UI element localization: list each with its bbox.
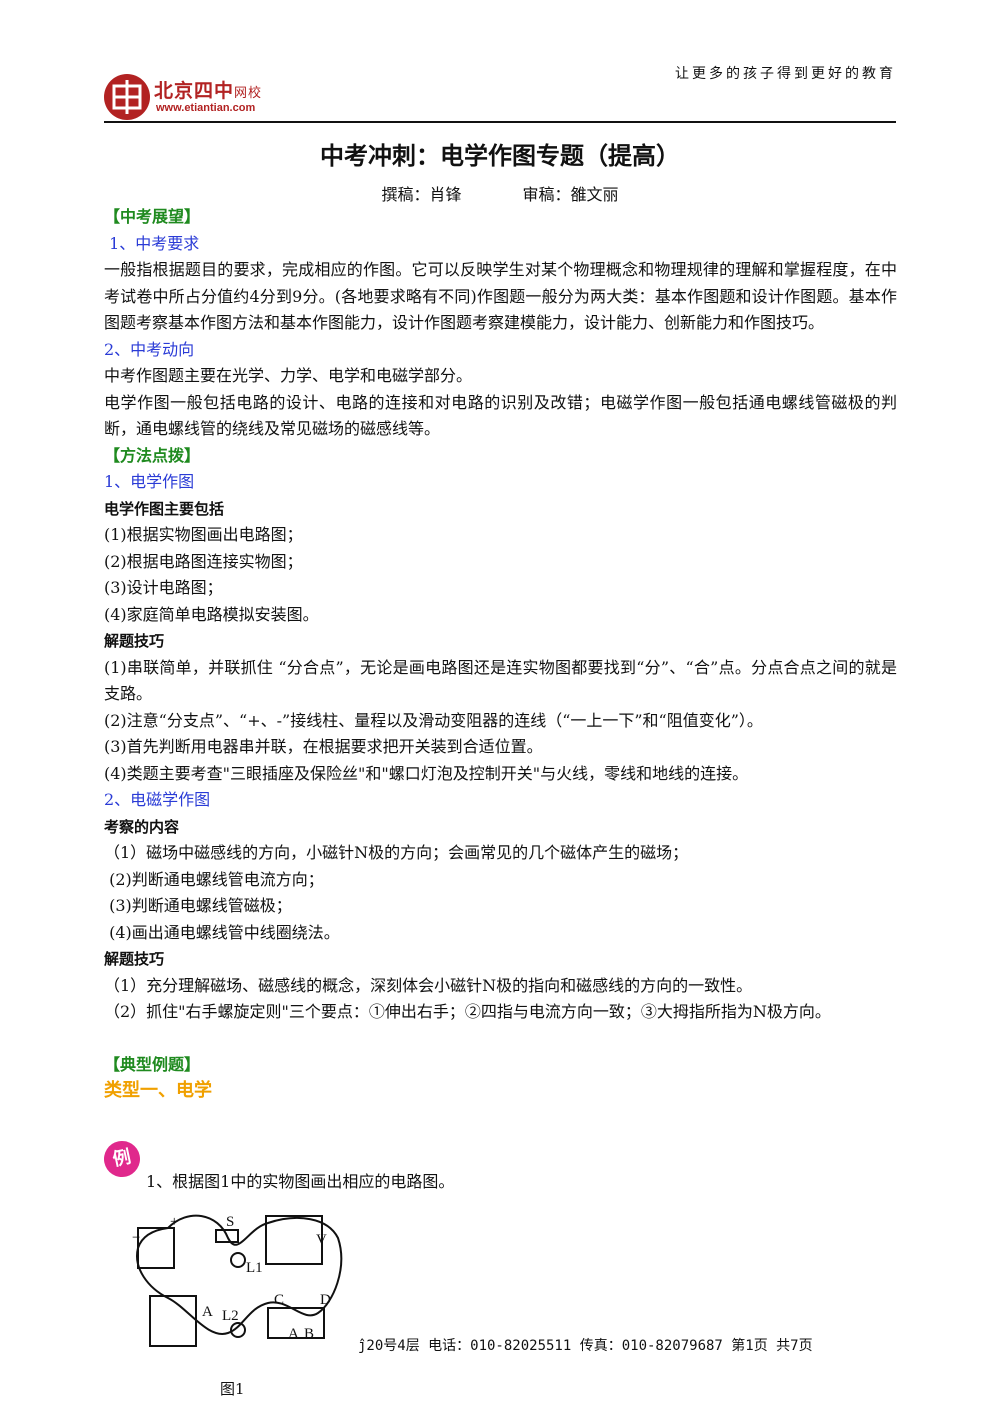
label-a2: A [288,1326,299,1342]
list-item: (4)画出通电螺线管中线圈绕法。 [104,922,340,942]
site-logo: 北京四中网校 www.etiantian.com [104,70,324,130]
label-d: D [320,1292,331,1308]
list-item: （1）充分理解磁场、磁感线的概念，深刻体会小磁针N极的指向和磁感线的方向的一致性… [104,975,753,995]
list-item: (2)判断通电螺线管电流方向； [104,869,324,889]
list-item: （2）抓住"右手螺旋定则"三个要点：①伸出右手；②四指与电流方向一致；③大拇指所… [104,1002,831,1021]
bold-heading: 解题技巧 [104,950,165,968]
label-b: B [304,1326,314,1342]
label-l1: L1 [246,1260,263,1276]
list-item: (2)根据电路图连接实物图； [104,551,303,571]
list-item: (2)注意“分支点”、“+、-”接线柱、量程以及滑动变阻器的连线（“一上一下”和… [104,710,763,730]
page-title: 中考冲刺：电学作图专题（提高） [320,142,680,170]
list-item: (4)家庭简单电路模拟安装图。 [104,604,319,624]
minus-sign: − [132,1230,140,1246]
bold-heading: 解题技巧 [104,632,165,650]
header-divider [104,121,896,123]
writer: 撰稿：肖锋 [381,185,462,204]
circuit-figure: − + S V L1 A L2 C D A B [128,1208,348,1358]
paragraph: 一般指根据题目的要求，完成相应的作图。它可以反映学生对某个物理概念和物理规律的理… [104,260,897,332]
example-question: 1、根据图1中的实物图画出相应的电路图。 [146,1172,455,1191]
subsection-heading: 1、中考要求 [104,233,200,253]
list-item: (1)根据实物图画出电路图； [104,525,303,544]
logo-emblem-icon [104,74,150,120]
label-l2: L2 [222,1308,239,1324]
plus-sign: + [170,1214,178,1230]
example-badge-icon: 例 [100,1137,144,1181]
reviewer: 审稿：雒文丽 [522,185,619,204]
list-item: (4)类题主要考查"三眼插座及保险丝"和"螺口灯泡及控制开关"与火线，零线和地线… [104,763,749,783]
section-heading: 【方法点拨】 [104,445,201,465]
label-a: A [202,1304,213,1320]
bold-heading: 电学作图主要包括 [104,499,225,518]
section-heading: 【中考展望】 [104,207,201,226]
label-s: S [226,1214,234,1230]
page-footer: ĵ20号4层 电话：010-82025511 传真：010-82079687 第… [358,1338,813,1354]
label-c: C [274,1292,284,1308]
header-slogan: 让更多的孩子得到更好的教育 [675,66,896,82]
subsection-heading: 2、电磁学作图 [104,790,211,809]
logo-name: 北京四中网校 [154,80,263,102]
logo-url: www.etiantian.com [156,102,256,114]
list-item: (3)设计电路图； [104,578,223,597]
bold-heading: 考察的内容 [104,817,180,836]
subsection-heading: 2、中考动向 [104,339,195,359]
figure-caption: 图1 [220,1380,245,1398]
authors-line: 撰稿：肖锋 审稿：雒文丽 [0,181,1000,205]
list-item: (3)判断通电螺线管磁极； [104,896,292,915]
label-v: V [316,1232,327,1248]
paragraph: 电学作图一般包括电路的设计、电路的连接和对电路的识别及改错；电磁学作图一般包括通… [104,392,897,439]
list-item: (1)串联简单，并联抓住 “分合点”，无论是画电路图还是连实物图都要找到“分”、… [104,657,897,704]
subsection-heading: 1、电学作图 [104,472,195,491]
list-item: （1）磁场中磁感线的方向，小磁针N极的方向；会画常见的几个磁体产生的磁场； [104,843,689,862]
main-content: 【中考展望】 1、中考要求 一般指根据题目的要求，完成相应的作图。它可以反映学生… [104,204,897,1105]
type-heading: 类型一、电学 [104,1080,212,1101]
section-heading: 【典型例题】 [104,1054,201,1074]
list-item: (3)首先判断用电器串并联，在根据要求把开关装到合适位置。 [104,737,543,756]
paragraph: 中考作图题主要在光学、力学、电学和电磁学部分。 [104,366,473,385]
